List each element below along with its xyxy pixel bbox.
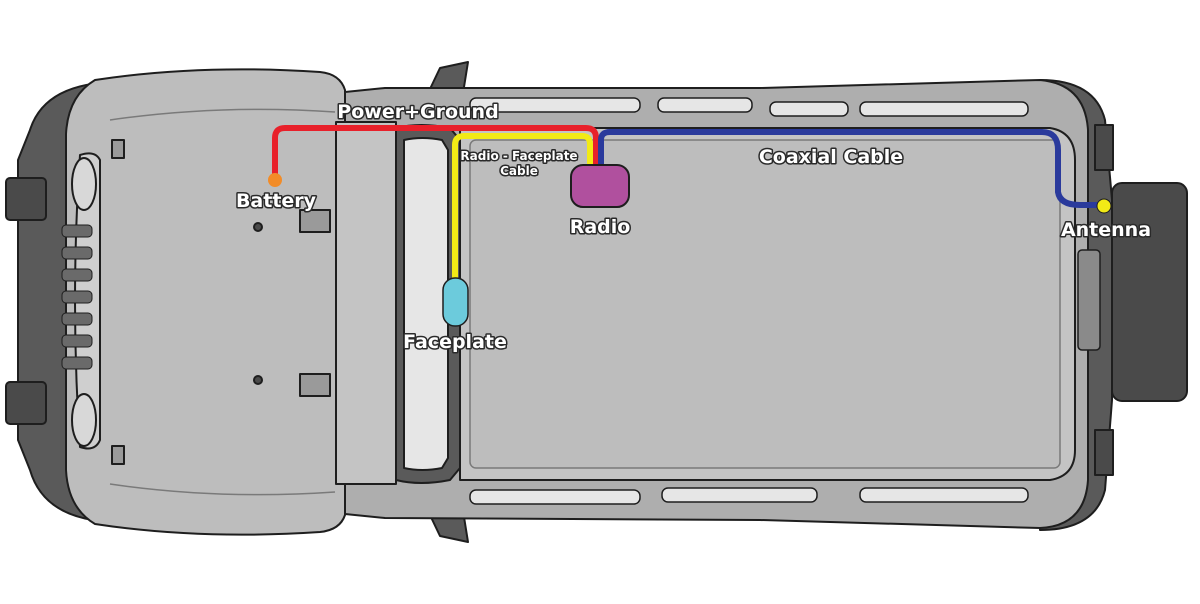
power-ground-wire	[272, 125, 599, 181]
headlight-bottom	[71, 393, 97, 447]
hood-bolt-bottom	[253, 375, 263, 385]
hood-latches	[111, 139, 331, 465]
windshield-glass	[403, 137, 449, 471]
hood	[65, 68, 346, 536]
radio-faceplate-cable-label-line1: Radio - Faceplate	[460, 149, 577, 163]
antenna-dot-icon	[1096, 198, 1112, 214]
faceplate-label: Faceplate	[403, 331, 507, 353]
battery-dot-icon	[268, 173, 282, 187]
battery-label: Battery	[236, 190, 317, 212]
rear-details	[1077, 249, 1101, 351]
cowl	[335, 121, 397, 485]
wires	[272, 125, 1107, 288]
rear-corner-top	[1094, 124, 1114, 171]
jeep-top-view-icon	[5, 61, 1188, 543]
side-windows-bottom	[469, 487, 1029, 505]
rear-corner-bottom	[1094, 429, 1114, 476]
radio-faceplate-wire	[452, 133, 593, 288]
radio-faceplate-cable-label-line2: Cable	[500, 164, 538, 178]
headlight-top	[71, 157, 97, 211]
side-windows-top	[469, 97, 1029, 117]
roof-inner-panel	[469, 139, 1061, 469]
hood-bolt-top	[253, 222, 263, 232]
front-bumper-tab-top	[5, 177, 47, 221]
power-ground-label: Power+Ground	[337, 101, 498, 123]
grille-slots	[61, 224, 93, 370]
faceplate-unit-icon	[442, 277, 469, 327]
hood-panel-line	[109, 108, 336, 496]
front-bumper-tab-bottom	[5, 381, 47, 425]
spare-tire-icon	[1111, 182, 1188, 402]
coaxial-cable-label: Coaxial Cable	[759, 146, 903, 168]
radio-label: Radio	[570, 216, 631, 238]
radio-unit-icon	[570, 164, 630, 208]
antenna-label: Antenna	[1061, 219, 1151, 241]
coaxial-wire	[598, 129, 1107, 208]
